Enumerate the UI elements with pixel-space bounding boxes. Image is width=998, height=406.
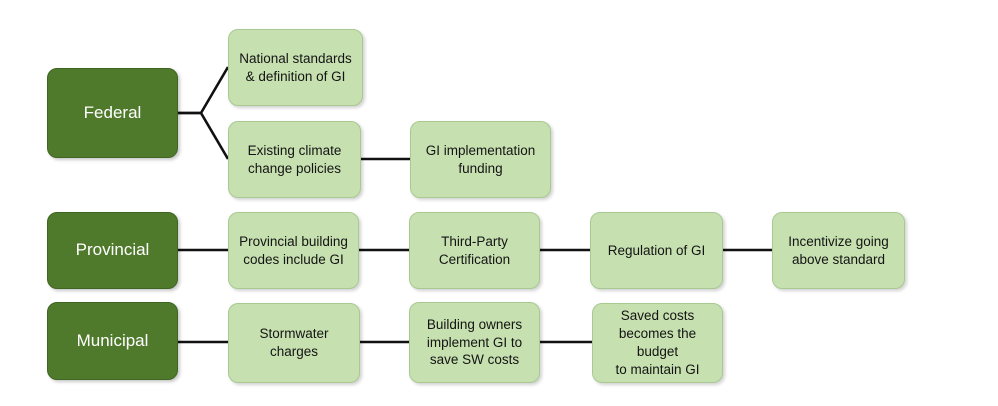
level-node-federal[interactable]: Federal xyxy=(47,68,178,158)
action-node-building-owners-implement[interactable]: Building owners implement GI to save SW … xyxy=(409,302,540,383)
action-node-provincial-building-codes[interactable]: Provincial building codes include GI xyxy=(228,212,359,289)
node-label: Stormwater charges xyxy=(259,326,329,359)
node-label: Incentivize going above standard xyxy=(788,233,889,267)
action-node-incentivize-above-standard[interactable]: Incentivize going above standard xyxy=(772,212,905,289)
action-node-existing-climate-policies[interactable]: Existing climate change policies xyxy=(228,121,361,198)
node-label: Regulation of GI xyxy=(607,242,706,258)
action-node-regulation-of-gi[interactable]: Regulation of GI xyxy=(590,212,723,289)
node-label: Municipal xyxy=(76,330,149,350)
action-node-saved-costs-budget[interactable]: Saved costs becomes the budget to mainta… xyxy=(592,303,723,383)
node-label: GI implementation funding xyxy=(425,142,536,176)
action-node-national-standards[interactable]: National standards & definition of GI xyxy=(228,29,363,106)
node-label: Third-Party Certification xyxy=(438,233,511,267)
action-node-stormwater-charges[interactable]: Stormwater charges xyxy=(228,303,360,383)
connector-federal-to-national-standards xyxy=(178,66,230,115)
node-label: Saved costs becomes the budget to mainta… xyxy=(615,308,700,377)
connector-federal-to-existing-climate-policies xyxy=(178,111,230,160)
node-label: Provincial building codes include GI xyxy=(239,233,348,267)
action-node-third-party-certification[interactable]: Third-Party Certification xyxy=(409,212,540,289)
node-label: Existing climate change policies xyxy=(247,142,342,176)
node-label: National standards & definition of GI xyxy=(239,50,352,84)
action-node-gi-implementation-funding[interactable]: GI implementation funding xyxy=(410,121,551,198)
node-label: Provincial xyxy=(75,240,150,260)
level-node-provincial[interactable]: Provincial xyxy=(47,212,178,289)
node-label: Building owners implement GI to save SW … xyxy=(426,316,523,368)
level-node-municipal[interactable]: Municipal xyxy=(47,302,178,380)
node-label: Federal xyxy=(83,102,142,122)
